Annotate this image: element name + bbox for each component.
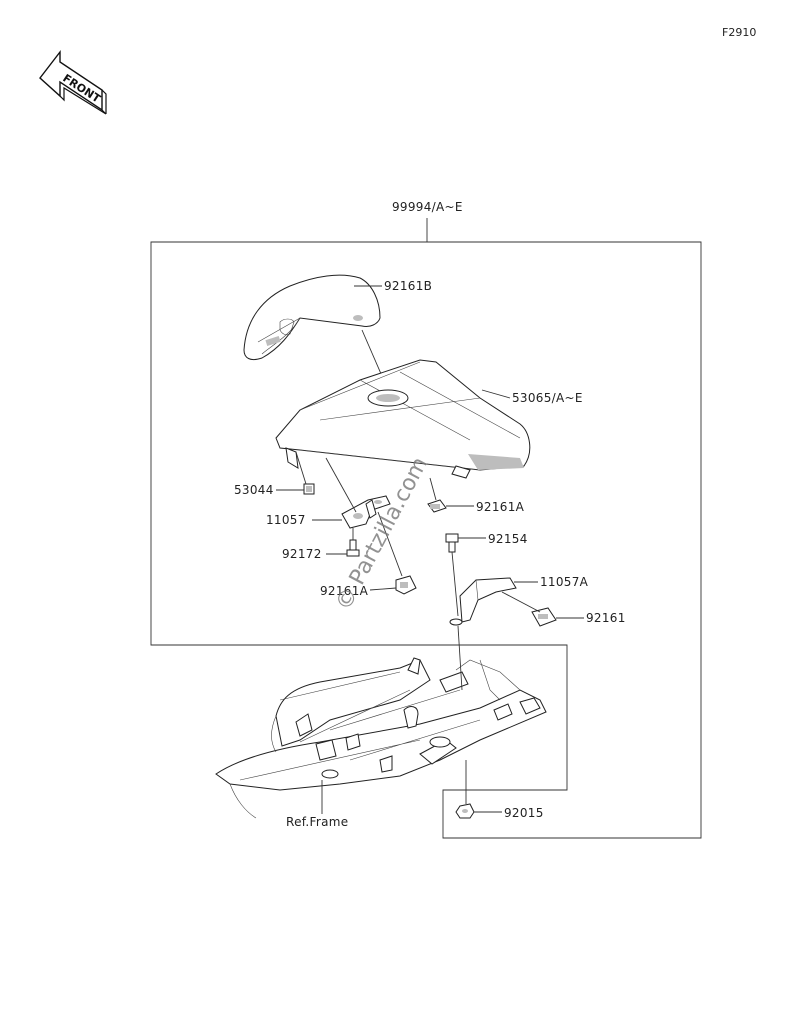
damper-92161 [531, 607, 557, 627]
assembly-box [150, 241, 702, 839]
seat-cowl [275, 359, 531, 479]
bolt-92154 [445, 533, 459, 553]
label-seat-cover-pad: 92161B [384, 279, 432, 293]
bracket-11057 [341, 495, 391, 529]
figure-code: F2910 [722, 26, 756, 39]
label-nut-53044: 53044 [234, 483, 274, 497]
nut-92015 [455, 803, 475, 819]
watermark: © Partzilla.com [331, 453, 433, 615]
label-damper-92161: 92161 [586, 611, 626, 625]
damper-lower-a [395, 575, 417, 595]
label-bracket-11057a: 11057A [540, 575, 589, 589]
label-bracket-11057: 11057 [266, 513, 306, 527]
label-damper-lower-a: 92161A [320, 584, 369, 598]
ref-frame-drawing [215, 657, 547, 819]
label-seat-cowl: 53065/A~E [512, 391, 583, 405]
label-assembly: 99994/A~E [392, 200, 463, 214]
damper-92161a [427, 499, 447, 513]
label-bolt-92172: 92172 [282, 547, 322, 561]
seat-cover-pad [243, 274, 381, 361]
label-ref-frame: Ref.Frame [286, 815, 348, 829]
label-bolt-92154: 92154 [488, 532, 528, 546]
nut-53044 [303, 483, 315, 495]
front-arrow-icon: FRONT [39, 49, 107, 115]
bracket-11057a [449, 577, 517, 626]
label-nut-92015: 92015 [504, 806, 544, 820]
label-damper-92161a: 92161A [476, 500, 525, 514]
